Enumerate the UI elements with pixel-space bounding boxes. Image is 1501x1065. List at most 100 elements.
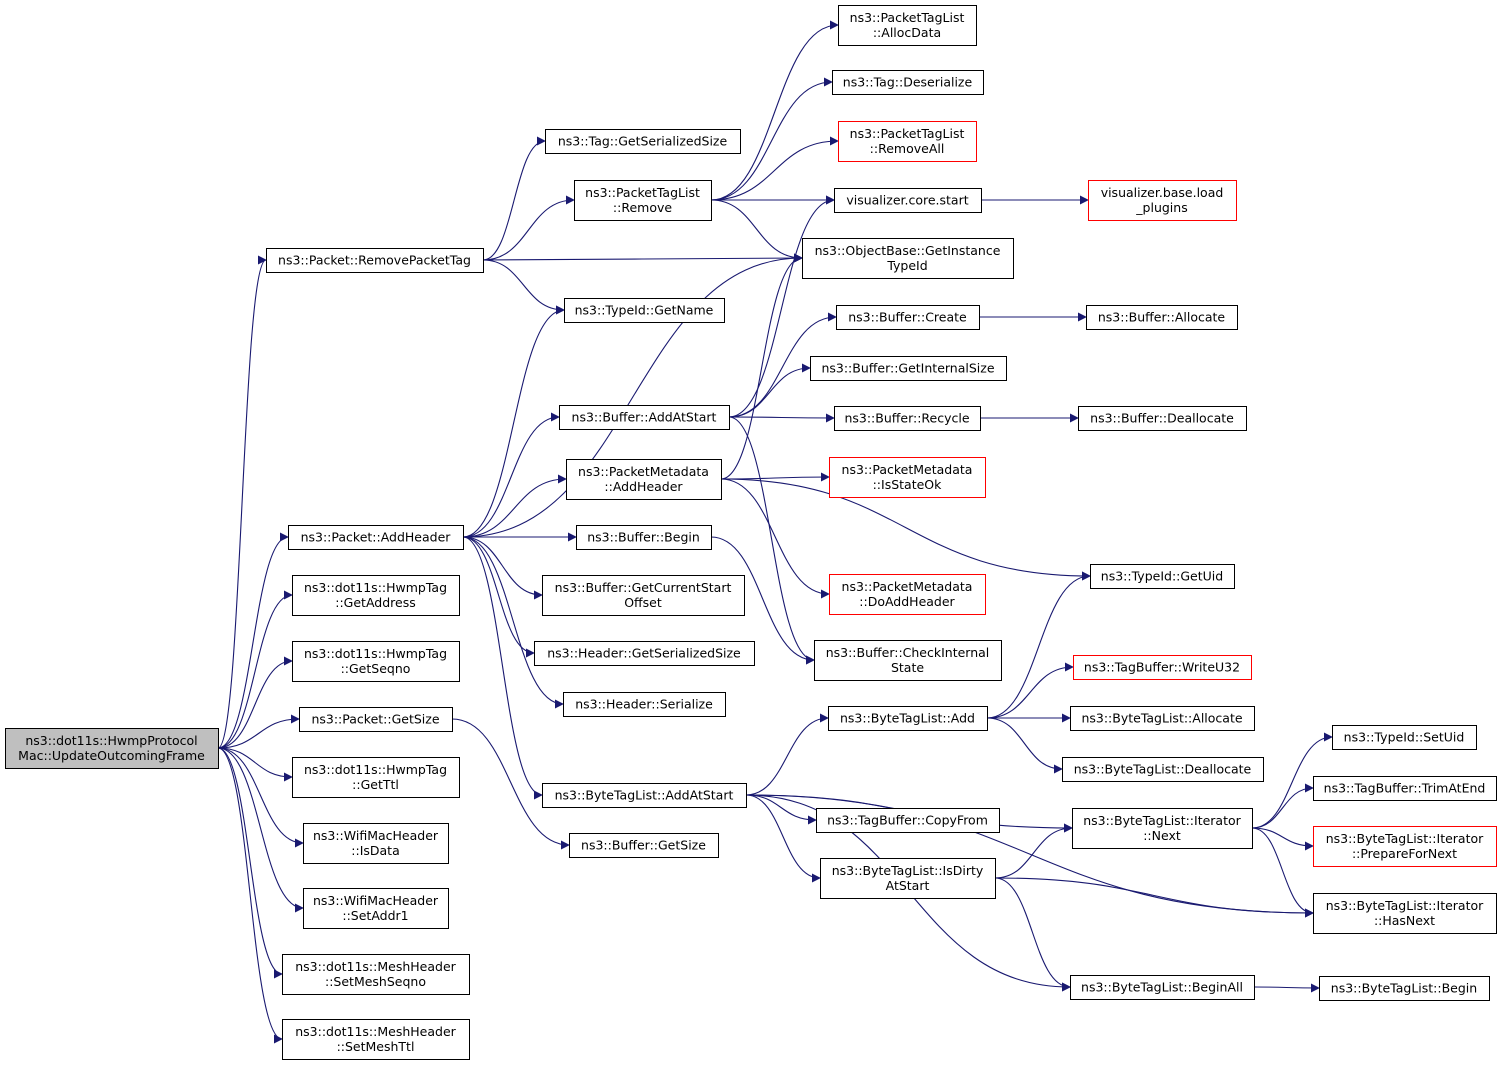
node-label-line: visualizer.core.start	[846, 193, 968, 208]
node-label-line: ns3::ByteTagList::Iterator	[1326, 898, 1484, 913]
node-box	[299, 707, 453, 732]
call-edges	[217, 20, 1333, 1044]
node-label-line: ns3::ByteTagList::Begin	[1331, 981, 1477, 996]
node-box	[834, 188, 982, 213]
node-label-line: ns3::ByteTagList::BeginAll	[1081, 980, 1243, 995]
node-wifiSetAddr1[interactable]: ns3::WifiMacHeader::SetAddr1	[303, 888, 449, 929]
node-hwmpGetAddress[interactable]: ns3::dot11s::HwmpTag::GetAddress	[292, 575, 460, 616]
node-box	[303, 888, 449, 929]
node-label-line: ns3::dot11s::HwmpTag	[304, 580, 447, 595]
node-headerSerialize[interactable]: ns3::Header::Serialize	[563, 692, 726, 717]
node-wifiIsData[interactable]: ns3::WifiMacHeader::IsData	[303, 823, 449, 864]
node-box	[1070, 706, 1255, 731]
node-bufferAddAtStart[interactable]: ns3::Buffer::AddAtStart	[559, 405, 730, 430]
node-bufferAllocate[interactable]: ns3::Buffer::Allocate	[1086, 305, 1238, 330]
call-edge-bufferAddAtStart-to-vizCoreStart	[728, 195, 835, 418]
node-box	[1313, 776, 1497, 801]
node-vizCoreStart[interactable]: visualizer.core.start	[834, 188, 982, 213]
node-btlAddAtStart[interactable]: ns3::ByteTagList::AddAtStart	[542, 783, 747, 808]
node-label-line: AtStart	[886, 878, 930, 893]
node-label-line: ns3::ByteTagList::Add	[840, 711, 975, 726]
node-tagBufferTrimAtEnd[interactable]: ns3::TagBuffer::TrimAtEnd	[1313, 776, 1497, 801]
node-bufferGetInternalSize[interactable]: ns3::Buffer::GetInternalSize	[810, 356, 1007, 381]
node-btlDeallocate[interactable]: ns3::ByteTagList::Deallocate	[1062, 757, 1264, 782]
node-box	[292, 757, 460, 798]
node-label-line: ::IsData	[351, 843, 399, 858]
node-label-line: ns3::dot11s::HwmpTag	[304, 762, 447, 777]
node-label-line: visualizer.base.load	[1101, 185, 1224, 200]
call-edge-btlAdd-to-tagBufferWriteU32	[986, 662, 1074, 719]
node-label-line: ns3::dot11s::MeshHeader	[295, 1024, 456, 1039]
node-tagDeserialize[interactable]: ns3::Tag::Deserialize	[832, 70, 984, 95]
node-box	[574, 180, 712, 221]
node-bufferRecycle[interactable]: ns3::Buffer::Recycle	[834, 406, 981, 431]
node-tagBufferWriteU32[interactable]: ns3::TagBuffer::WriteU32	[1073, 655, 1252, 680]
node-pmDoAddHeader[interactable]: ns3::PacketMetadata::DoAddHeader	[829, 574, 986, 615]
node-label-line: ns3::Buffer::Allocate	[1098, 310, 1226, 325]
node-btlIterNext[interactable]: ns3::ByteTagList::Iterator::Next	[1072, 808, 1253, 849]
node-vizBaseLoadPlugins[interactable]: visualizer.base.load_plugins	[1088, 180, 1237, 221]
node-tagBufferCopyFrom[interactable]: ns3::TagBuffer::CopyFrom	[816, 808, 1000, 833]
node-label-line: ns3::Header::GetSerializedSize	[547, 646, 741, 661]
node-box	[1086, 305, 1238, 330]
node-label-line: ns3::TagBuffer::CopyFrom	[827, 813, 988, 828]
node-headerGetSerializedSize[interactable]: ns3::Header::GetSerializedSize	[534, 641, 755, 666]
node-box	[292, 575, 460, 616]
node-addHeader[interactable]: ns3::Packet::AddHeader	[288, 525, 464, 550]
node-box	[5, 728, 219, 769]
node-box	[288, 525, 464, 550]
node-btlBeginAll[interactable]: ns3::ByteTagList::BeginAll	[1070, 975, 1255, 1000]
node-label-line: ::DoAddHeader	[859, 594, 955, 609]
node-btlAdd[interactable]: ns3::ByteTagList::Add	[828, 706, 988, 731]
node-pmAddHeader[interactable]: ns3::PacketMetadata::AddHeader	[566, 459, 722, 500]
node-btlIterHasNext[interactable]: ns3::ByteTagList::Iterator::HasNext	[1313, 893, 1497, 934]
node-meshSetTtl[interactable]: ns3::dot11s::MeshHeader::SetMeshTtl	[282, 1019, 470, 1060]
node-pmIsStateOk[interactable]: ns3::PacketMetadata::IsStateOk	[829, 457, 986, 498]
call-edge-removePacketTag-to-objGetInstanceTypeId	[482, 253, 803, 263]
node-btlBegin[interactable]: ns3::ByteTagList::Begin	[1319, 976, 1490, 1001]
node-tagGetSerializedSize[interactable]: ns3::Tag::GetSerializedSize	[545, 129, 741, 154]
node-label-line: ns3::Buffer::AddAtStart	[572, 410, 717, 425]
node-hwmpGetSeqno[interactable]: ns3::dot11s::HwmpTag::GetSeqno	[292, 641, 460, 682]
call-edge-btlAddAtStart-to-btlIsDirtyAtStart	[745, 794, 821, 883]
node-btlAllocate[interactable]: ns3::ByteTagList::Allocate	[1070, 706, 1255, 731]
node-btlIterPrepareForNext[interactable]: ns3::ByteTagList::Iterator::PrepareForNe…	[1313, 826, 1497, 867]
call-edge-btlAddAtStart-to-btlAdd	[745, 713, 829, 796]
node-ptlRemove[interactable]: ns3::PacketTagList::Remove	[574, 180, 712, 221]
node-ptlRemoveAll[interactable]: ns3::PacketTagList::RemoveAll	[838, 121, 977, 162]
node-label-line: ::SetMeshSeqno	[325, 974, 426, 989]
node-label-line: ns3::TagBuffer::TrimAtEnd	[1324, 781, 1486, 796]
node-box	[576, 525, 712, 550]
node-packetGetSize[interactable]: ns3::Packet::GetSize	[299, 707, 453, 732]
node-bufferGetSize[interactable]: ns3::Buffer::GetSize	[569, 833, 719, 858]
node-label-line: ns3::WifiMacHeader	[313, 828, 439, 843]
node-box	[829, 574, 986, 615]
node-bufferDeallocate[interactable]: ns3::Buffer::Deallocate	[1078, 406, 1247, 431]
node-label-line: ::GetSeqno	[341, 661, 411, 676]
node-label-line: Offset	[624, 595, 662, 610]
node-hwmpGetTtl[interactable]: ns3::dot11s::HwmpTag::GetTtl	[292, 757, 460, 798]
call-edge-btlIsDirtyAtStart-to-btlIterHasNext	[994, 877, 1314, 918]
node-meshSetSeqno[interactable]: ns3::dot11s::MeshHeader::SetMeshSeqno	[282, 954, 470, 995]
node-label-line: ns3::Buffer::GetSize	[581, 838, 706, 853]
call-edge-btlIterNext-to-typeIdSetUid	[1251, 732, 1333, 829]
node-label-line: ns3::PacketTagList	[585, 185, 700, 200]
node-bufferCreate[interactable]: ns3::Buffer::Create	[836, 305, 980, 330]
node-label-line: ns3::Buffer::Begin	[587, 530, 700, 545]
call-edge-removePacketTag-to-ptlRemove	[482, 195, 575, 261]
node-ptlAllocData[interactable]: ns3::PacketTagList::AllocData	[838, 5, 977, 46]
node-root[interactable]: ns3::dot11s::HwmpProtocolMac::UpdateOutc…	[5, 728, 219, 769]
call-edge-btlAdd-to-typeIdGetUid	[986, 571, 1091, 719]
node-bufferBegin[interactable]: ns3::Buffer::Begin	[576, 525, 712, 550]
node-label-line: ::AddHeader	[604, 479, 683, 494]
node-box	[559, 405, 730, 430]
node-typeIdSetUid[interactable]: ns3::TypeId::SetUid	[1332, 725, 1477, 750]
node-label-line: ::PrepareForNext	[1352, 846, 1457, 861]
node-typeIdGetName[interactable]: ns3::TypeId::GetName	[564, 298, 725, 323]
node-removePacketTag[interactable]: ns3::Packet::RemovePacketTag	[266, 248, 484, 273]
node-typeIdGetUid[interactable]: ns3::TypeId::GetUid	[1090, 564, 1235, 589]
